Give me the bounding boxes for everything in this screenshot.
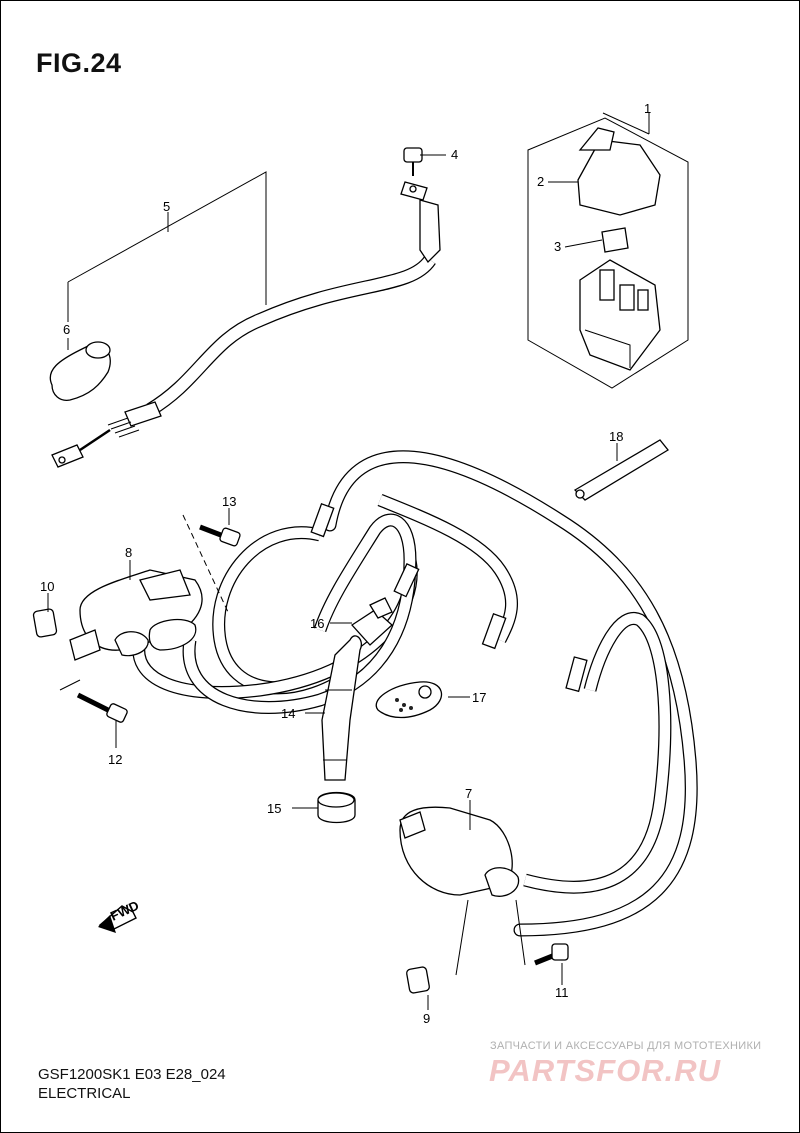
bolt-11 [534, 943, 569, 966]
plug-cap-14 [321, 635, 362, 781]
model-code: GSF1200SK1 E03 E28_024 [38, 1066, 226, 1083]
high-tension-cord-set [132, 450, 698, 937]
callout-17: 17 [472, 690, 486, 705]
callout-16: 16 [310, 616, 324, 631]
callout-1: 1 [644, 101, 651, 116]
leader-lines [47, 112, 650, 1010]
callout-numbers: 1 2 3 4 5 6 7 8 9 10 11 12 13 14 15 16 1… [40, 101, 651, 1026]
section-name: ELECTRICAL [38, 1085, 131, 1102]
callout-11: 11 [555, 985, 569, 1000]
callout-2: 2 [537, 174, 544, 189]
callout-9: 9 [423, 1011, 430, 1026]
ignition-coil-8 [69, 569, 203, 661]
callout-13: 13 [222, 494, 236, 509]
ignition-coil-7 [399, 806, 520, 897]
seal-15 [317, 791, 356, 824]
callout-7: 7 [465, 786, 472, 801]
fwd-arrow-icon: FWD [98, 898, 141, 933]
bolt-13 [199, 524, 241, 547]
lead-wire [51, 181, 441, 468]
starter-relay-assembly [527, 117, 689, 389]
callout-10: 10 [40, 579, 54, 594]
callout-4: 4 [451, 147, 458, 162]
sleeve-9 [406, 966, 430, 994]
bolt-12 [76, 692, 128, 723]
callout-14: 14 [281, 706, 295, 721]
callout-8: 8 [125, 545, 132, 560]
fitting-16 [351, 597, 393, 646]
watermark-brand: PARTSFOR.RU [489, 1053, 722, 1088]
sleeve-10 [32, 608, 58, 638]
callout-15: 15 [267, 801, 281, 816]
callout-5: 5 [163, 199, 170, 214]
bolt-4 [403, 147, 423, 176]
plate-17 [375, 681, 443, 719]
figure-title: FIG.24 [36, 48, 122, 78]
callout-3: 3 [554, 239, 561, 254]
callout-18: 18 [609, 429, 623, 444]
callout-12: 12 [108, 752, 122, 767]
callout-6: 6 [63, 322, 70, 337]
cap-6 [49, 341, 111, 401]
watermark-tagline: ЗАПЧАСТИ И АКСЕССУАРЫ ДЛЯ МОТОТЕХНИКИ [490, 1040, 762, 1052]
strap-18 [573, 439, 669, 501]
